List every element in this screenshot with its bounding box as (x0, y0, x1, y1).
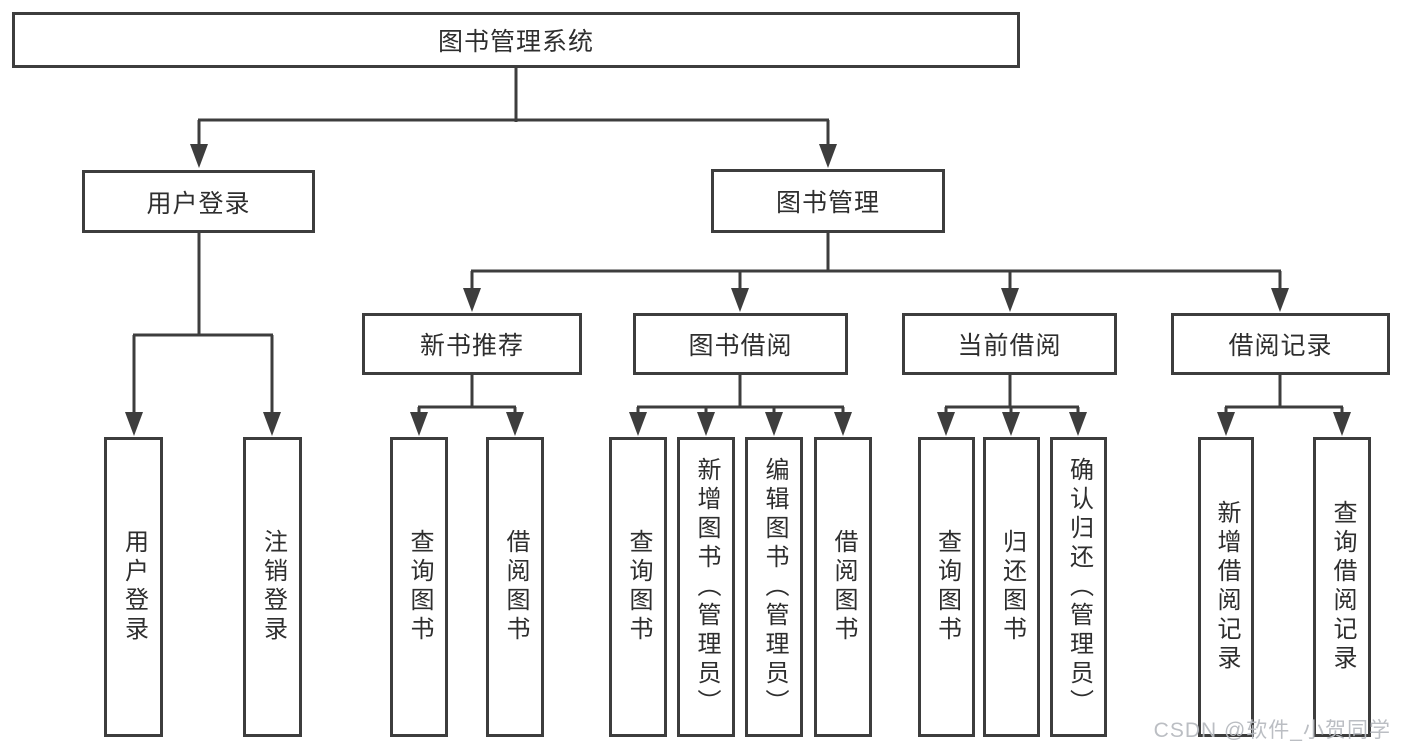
arrowhead-icon (765, 412, 783, 436)
arrowhead-icon (629, 412, 647, 436)
connector-user-login-children (132, 233, 274, 416)
leaf-bb-add-book-label: 新增图书（管理员） (693, 456, 720, 718)
arrowhead-icon (731, 288, 749, 312)
arrowhead-icon (697, 412, 715, 436)
leaf-bb-borrow-book-label: 借阅图书 (830, 529, 857, 645)
connector-root-to-level2 (197, 68, 830, 148)
node-root-label: 图书管理系统 (437, 28, 594, 56)
arrowhead-icon (1271, 288, 1289, 312)
leaf-cb-confirm-return: 确认归还（管理员） (1050, 437, 1107, 737)
leaf-nb-query-book: 查询图书 (390, 437, 448, 737)
leaf-logout: 注销登录 (243, 437, 302, 737)
node-new-book-label: 新书推荐 (419, 332, 524, 360)
leaf-nb-borrow-book: 借阅图书 (486, 437, 544, 737)
leaf-bb-add-book: 新增图书（管理员） (677, 437, 735, 737)
arrowhead-icon (190, 144, 208, 168)
node-book-borrow-label: 图书借阅 (688, 332, 793, 360)
leaf-cb-query-book-label: 查询图书 (933, 529, 961, 645)
leaf-bb-query-book-label: 查询图书 (625, 529, 652, 645)
arrowhead-icon (463, 288, 481, 312)
arrowhead-icon (1002, 412, 1020, 436)
connector-book-borrow-children (636, 375, 845, 416)
connector-book-mgmt-to-level3 (470, 233, 1282, 292)
arrowhead-icon (819, 144, 837, 168)
arrowhead-icon (1001, 288, 1019, 312)
node-new-book: 新书推荐 (362, 313, 582, 375)
leaf-cb-return-book-label: 归还图书 (998, 529, 1026, 645)
connector-borrow-record-children (1224, 375, 1344, 416)
arrowhead-icon (1069, 412, 1087, 436)
node-borrow-record-label: 借阅记录 (1228, 332, 1333, 360)
arrowhead-icon (1217, 412, 1235, 436)
leaf-bb-borrow-book: 借阅图书 (814, 437, 872, 737)
arrowhead-icon (834, 412, 852, 436)
csdn-watermark: CSDN @软件_小贺同学 (1153, 719, 1391, 742)
leaf-br-add-record: 新增借阅记录 (1198, 437, 1254, 737)
arrowhead-icon (937, 412, 955, 436)
node-user-login: 用户登录 (82, 170, 315, 233)
node-borrow-record: 借阅记录 (1171, 313, 1390, 375)
node-book-mgmt: 图书管理 (711, 169, 945, 233)
node-user-login-label: 用户登录 (146, 189, 251, 218)
arrowhead-icon (1333, 412, 1351, 436)
leaf-cb-return-book: 归还图书 (983, 437, 1040, 737)
leaf-cb-query-book: 查询图书 (918, 437, 975, 737)
node-book-mgmt-label: 图书管理 (775, 189, 880, 217)
leaf-user-login-label: 用户登录 (120, 529, 148, 645)
leaf-bb-query-book: 查询图书 (609, 437, 667, 737)
arrowhead-icon (506, 412, 524, 436)
node-root: 图书管理系统 (12, 12, 1020, 68)
leaf-bb-edit-book-label: 编辑图书（管理员） (761, 456, 788, 718)
connector-current-borrow-children (944, 375, 1080, 416)
arrowhead-icon (125, 412, 143, 436)
leaf-logout-label: 注销登录 (259, 529, 287, 645)
leaf-user-login: 用户登录 (104, 437, 163, 737)
connector-new-book-children (417, 375, 517, 416)
leaf-nb-borrow-book-label: 借阅图书 (502, 529, 529, 645)
arrowhead-icon (263, 412, 281, 436)
leaf-br-add-record-label: 新增借阅记录 (1213, 500, 1240, 674)
arrowhead-icon (410, 412, 428, 436)
leaf-br-query-record: 查询借阅记录 (1313, 437, 1371, 737)
leaf-bb-edit-book: 编辑图书（管理员） (745, 437, 803, 737)
leaf-cb-confirm-return-label: 确认归还（管理员） (1065, 456, 1093, 718)
leaf-br-query-record-label: 查询借阅记录 (1329, 500, 1356, 674)
node-current-borrow-label: 当前借阅 (957, 332, 1062, 360)
node-current-borrow: 当前借阅 (902, 313, 1117, 375)
node-book-borrow: 图书借阅 (633, 313, 848, 375)
leaf-nb-query-book-label: 查询图书 (406, 529, 433, 645)
